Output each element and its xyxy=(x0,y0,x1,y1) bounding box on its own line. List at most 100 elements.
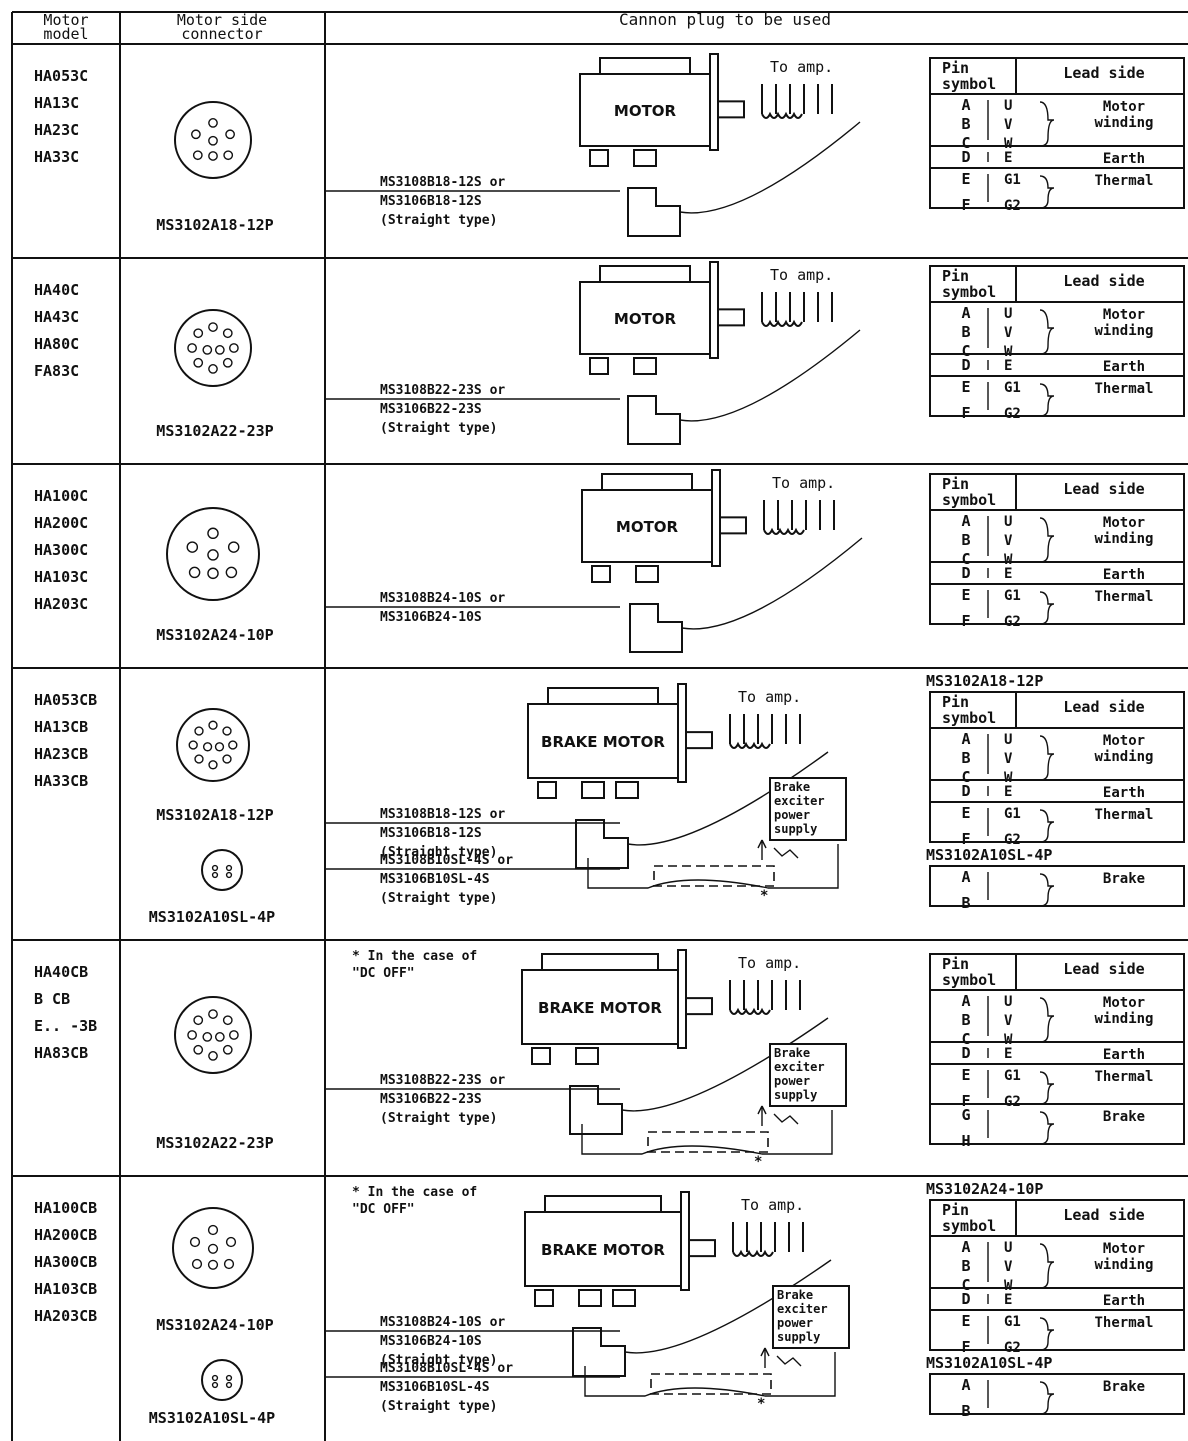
connector-pin xyxy=(225,1236,237,1248)
motor-terminal-box xyxy=(612,1289,636,1307)
connector2-model-label: MS3102A10SL-4P xyxy=(149,1409,275,1427)
connector-pin xyxy=(228,740,238,750)
lead-description: Motor xyxy=(1103,733,1145,749)
connector-pin xyxy=(207,1224,219,1236)
lead-symbol: W xyxy=(1004,344,1013,360)
lead-symbol: E xyxy=(1004,1046,1012,1062)
brake-wire xyxy=(584,1352,836,1397)
plug-model-label: (Straight type) xyxy=(380,891,497,906)
pin-header: Pin xyxy=(942,1201,969,1219)
elbow-plug xyxy=(569,1085,623,1135)
pin-symbol: A xyxy=(961,512,970,530)
motor-model-name: FA83C xyxy=(34,362,79,380)
pin-table-frame xyxy=(929,691,1185,843)
dc-off-note: "DC OFF" xyxy=(352,1202,415,1217)
connector-face xyxy=(172,1207,254,1289)
lead-description: Earth xyxy=(1103,567,1145,583)
plug-model-label: MS3108B24-10S or xyxy=(380,1315,505,1330)
lead-symbol: G1 xyxy=(1004,172,1021,188)
lead-header: Lead side xyxy=(1063,698,1144,716)
dc-off-note: * In the case of xyxy=(352,949,477,964)
connector-pin xyxy=(207,527,219,540)
brake-arrow xyxy=(757,839,767,849)
elbow-plug xyxy=(627,395,681,445)
pin-symbol: A xyxy=(961,96,970,114)
motor-model-name: HA053C xyxy=(34,67,88,85)
lead-description: Thermal xyxy=(1094,807,1153,823)
connector-pin xyxy=(194,754,204,764)
plug-model-label: (Straight type) xyxy=(380,1353,497,1368)
dc-off-note: "DC OFF" xyxy=(352,966,415,981)
pin-symbol: C xyxy=(961,342,970,360)
table-grid xyxy=(11,11,1188,1441)
pin-table-frame xyxy=(929,865,1185,907)
pin-symbol: F xyxy=(961,196,970,214)
lead-symbol: W xyxy=(1004,1278,1013,1294)
lead-header: Lead side xyxy=(1063,960,1144,978)
amp-lead-bundle xyxy=(729,1007,771,1015)
motor-row: HA100CHA200CHA300CHA103CHA203CMS3102A24-… xyxy=(34,469,1185,653)
pin-symbol: B xyxy=(961,531,970,549)
connector-pin xyxy=(207,1259,219,1270)
plug-model-label: (Straight type) xyxy=(380,213,497,228)
brake-exciter-label: exciter xyxy=(774,1060,825,1074)
lead-symbol: U xyxy=(1004,1240,1012,1256)
lead-symbol: U xyxy=(1004,306,1012,322)
header-motor-model: model xyxy=(43,25,88,43)
motor-model-name: HA80C xyxy=(34,335,79,353)
motor-flange xyxy=(709,53,719,151)
motor-shaft xyxy=(685,997,713,1016)
plug-model-label: MS3106B10SL-4S xyxy=(380,1380,490,1395)
motor-model-name: HA053CB xyxy=(34,691,97,709)
lead-symbol: E xyxy=(1004,358,1012,374)
motor-model-name: HA200CB xyxy=(34,1226,97,1244)
pin-symbol: B xyxy=(961,323,970,341)
pin-table2-caption: MS3102A10SL-4P xyxy=(926,846,1052,864)
lead-description: Earth xyxy=(1103,151,1145,167)
pin-symbol: A xyxy=(961,1376,970,1394)
lead-symbol: V xyxy=(1004,533,1013,549)
connector-pin xyxy=(187,343,197,353)
connector-model-label: MS3102A24-10P xyxy=(156,1316,273,1334)
pin-table-frame xyxy=(929,953,1185,1145)
connector-pin xyxy=(193,328,204,339)
motor-flange xyxy=(677,949,687,1049)
plug-model-label: MS3106B24-10S xyxy=(380,1334,482,1349)
motor-model-name: HA40CB xyxy=(34,963,88,981)
header-cannon-plug: Cannon plug to be used xyxy=(619,10,831,29)
pin-header: Pin xyxy=(942,693,969,711)
lead-description: Brake xyxy=(1103,1109,1145,1125)
lead-symbol: U xyxy=(1004,98,1012,114)
lead-description: winding xyxy=(1094,531,1153,547)
connector-face xyxy=(201,849,243,891)
shield-dashed-box xyxy=(647,1131,769,1153)
pin-symbol: E xyxy=(961,1312,970,1330)
pin-symbol: E xyxy=(961,804,970,822)
pin-symbol: D xyxy=(961,1044,970,1062)
lead-symbol: V xyxy=(1004,325,1013,341)
lead-description: Earth xyxy=(1103,359,1145,375)
lead-description: Earth xyxy=(1103,1047,1145,1063)
connector-face xyxy=(174,996,252,1074)
connector-pin xyxy=(214,742,225,752)
pin-symbol: B xyxy=(961,1011,970,1029)
motor-body: MOTOR xyxy=(579,261,745,375)
lead-brace xyxy=(1039,1071,1055,1105)
plug-model-label: MS3108B10SL-4S or xyxy=(380,853,513,868)
pin-symbol: C xyxy=(961,768,970,786)
lead-wire xyxy=(679,121,861,214)
connector-pin xyxy=(225,871,233,879)
lead-description: Thermal xyxy=(1094,589,1153,605)
pin-header: symbol xyxy=(942,1217,996,1235)
connector-pin xyxy=(225,1381,233,1389)
motor-model-name: HA13C xyxy=(34,94,79,112)
lead-description: Motor xyxy=(1103,307,1145,323)
pin-symbol: D xyxy=(961,782,970,800)
motor-model-name: HA43C xyxy=(34,308,79,326)
motor-model-name: HA100CB xyxy=(34,1199,97,1217)
connector-pin xyxy=(225,129,235,140)
